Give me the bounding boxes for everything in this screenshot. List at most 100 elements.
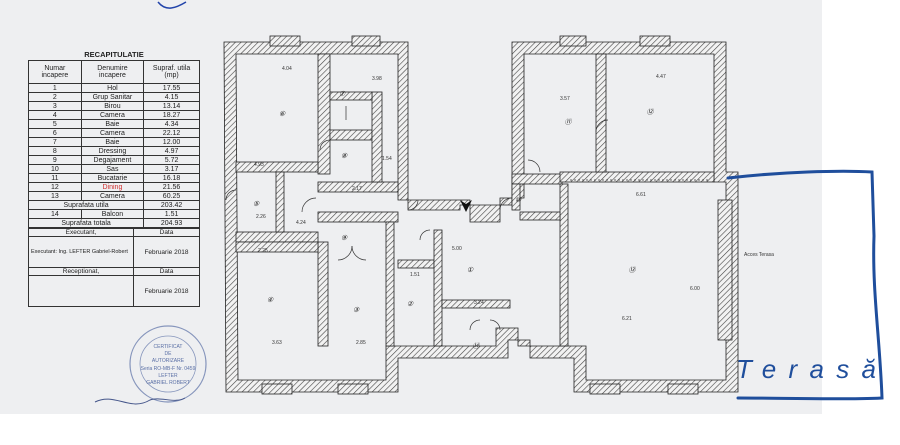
cell-nr: 11 <box>28 173 82 183</box>
balcon-name: Balcon <box>80 209 145 219</box>
cell-area: 17.55 <box>143 83 200 93</box>
authorization-stamp: CERTIFICAT DE AUTORIZARE Seria RO-MB-F N… <box>94 325 207 405</box>
svg-text:4.47: 4.47 <box>656 74 666 80</box>
walls <box>223 35 739 395</box>
receptionat-label: Receptionat, <box>28 267 134 276</box>
cell-area: 13.14 <box>143 101 200 111</box>
cell-area: 18.27 <box>143 110 200 120</box>
svg-text:2.26: 2.26 <box>256 214 266 220</box>
receptionat-date: Februarie 2018 <box>133 275 200 307</box>
room-13-label: ⑬ <box>629 266 637 274</box>
total-value: 204.93 <box>143 218 200 228</box>
cell-nr: 9 <box>28 155 82 165</box>
balcon-nr: 14 <box>28 209 82 219</box>
col-nr-header: Numar incapere <box>28 60 82 84</box>
cell-name: Sas <box>80 164 145 174</box>
util-value: 203.42 <box>143 200 200 210</box>
svg-text:5.00: 5.00 <box>452 246 462 252</box>
col-name-header: Denumire incapere <box>80 60 145 84</box>
svg-text:LEFTER: LEFTER <box>158 373 178 379</box>
room-11-label: ⑪ <box>565 118 573 126</box>
cell-area: 22.12 <box>143 128 200 138</box>
executant-name: Executant: Ing. LEFTER Gabriel-Robert <box>28 236 134 268</box>
cell-nr: 2 <box>28 92 82 102</box>
cell-name: Camera <box>80 128 145 138</box>
svg-text:2.85: 2.85 <box>356 340 366 346</box>
terrace-label: Terasă <box>736 354 876 384</box>
room-8-label: ⑧ <box>341 152 348 160</box>
room-4-label: ④ <box>267 296 274 304</box>
cell-nr: 3 <box>28 101 82 111</box>
svg-text:6.21: 6.21 <box>622 316 632 322</box>
svg-text:6.00: 6.00 <box>690 286 700 292</box>
terrace-annotation: Terasă <box>726 169 884 401</box>
cell-name: Birou <box>80 101 145 111</box>
svg-text:6.61: 6.61 <box>636 192 646 198</box>
svg-text:3.57: 3.57 <box>560 96 570 102</box>
util-label: Suprafata utila <box>27 200 145 210</box>
room-5-label: ⑤ <box>253 200 260 208</box>
cell-nr: 6 <box>28 128 82 138</box>
executant-label: Executant, <box>28 228 134 237</box>
cell-area: 4.15 <box>143 92 200 102</box>
cell-nr: 8 <box>28 146 82 156</box>
recap-title: RECAPITULATIE <box>84 50 144 59</box>
cell-area: 21.56 <box>143 182 200 192</box>
terrace-outline <box>726 169 884 401</box>
cell-name: Camera <box>80 110 145 120</box>
svg-text:2.25: 2.25 <box>258 248 268 254</box>
svg-text:DE: DE <box>165 351 173 357</box>
svg-text:CERTIFICAT: CERTIFICAT <box>154 344 183 350</box>
room-3-label: ③ <box>353 306 360 314</box>
svg-text:AUTORIZARE: AUTORIZARE <box>152 358 185 364</box>
executant-date: Februarie 2018 <box>133 236 200 268</box>
cell-area: 4.97 <box>143 146 200 156</box>
svg-text:3.98: 3.98 <box>372 76 382 82</box>
cell-name: Camera <box>80 191 145 201</box>
room-12-label: ⑫ <box>647 108 655 116</box>
cell-area: 16.18 <box>143 173 200 183</box>
cell-nr: 10 <box>28 164 82 174</box>
receptionat-data-label: Data <box>133 267 200 276</box>
cell-name: Bucatarie <box>80 173 145 183</box>
cell-nr: 13 <box>28 191 82 201</box>
room-6-label: ⑥ <box>279 110 286 118</box>
col-area-header: Supraf. utila (mp) <box>143 60 200 84</box>
cell-area: 5.72 <box>143 155 200 165</box>
cell-area: 3.17 <box>143 164 200 174</box>
svg-text:3.24: 3.24 <box>474 300 484 306</box>
balcon-area: 1.51 <box>143 209 200 219</box>
cell-name: Dining <box>80 182 145 192</box>
svg-text:3.63: 3.63 <box>272 340 282 346</box>
cell-nr: 4 <box>28 110 82 120</box>
svg-text:Acces Terasa: Acces Terasa <box>744 252 774 258</box>
cell-nr: 12 <box>28 182 82 192</box>
room-1-label: ① <box>467 266 474 274</box>
room-7-label: ⑦ <box>339 90 346 98</box>
cell-nr: 1 <box>28 83 82 93</box>
svg-text:1.54: 1.54 <box>382 156 392 162</box>
svg-text:1.51: 1.51 <box>410 272 420 278</box>
cell-name: Dressing <box>80 146 145 156</box>
cell-nr: 7 <box>28 137 82 147</box>
svg-text:2.17: 2.17 <box>352 186 362 192</box>
recap-table: RECAPITULATIE Numar incapere Denumire in… <box>27 50 200 307</box>
room-2-label: ② <box>407 300 414 308</box>
svg-text:4.04: 4.04 <box>282 66 292 72</box>
door-swings <box>225 106 710 331</box>
room-14-label: ⑭ <box>473 342 481 350</box>
room-10-label: ⑩ <box>515 196 522 204</box>
